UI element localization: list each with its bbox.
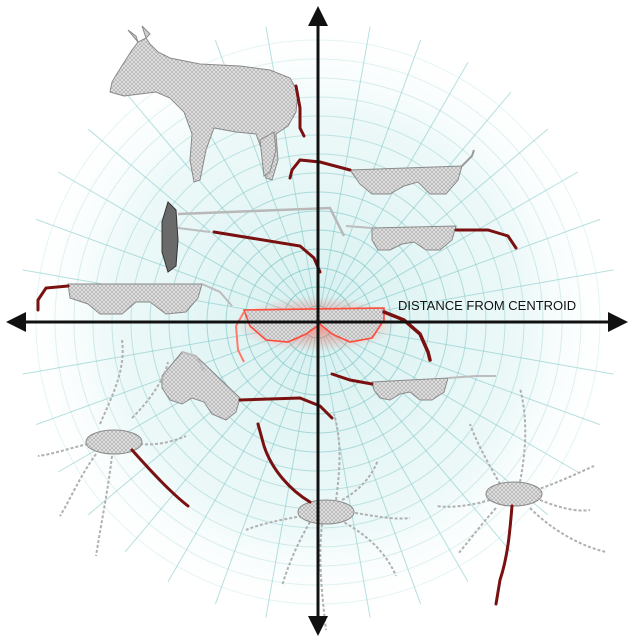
arrow-right-icon (608, 312, 628, 332)
arrow-left-icon (6, 312, 26, 332)
arrow-up-icon (308, 6, 328, 26)
axis-label: DISTANCE FROM CENTROID (398, 298, 576, 313)
